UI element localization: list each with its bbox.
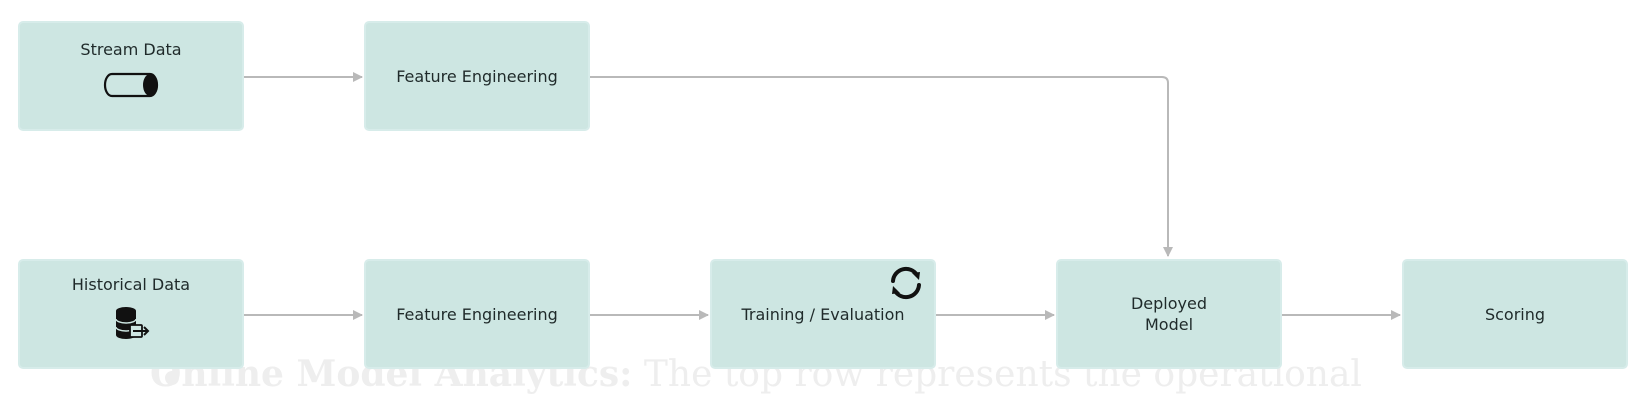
cylinder-icon — [103, 72, 159, 97]
node-training-evaluation[interactable]: Training / Evaluation — [710, 259, 936, 369]
node-deployed-model[interactable]: Deployed Model — [1056, 259, 1282, 369]
sync-icon — [891, 266, 921, 300]
node-training-evaluation-label: Training / Evaluation — [741, 304, 905, 324]
node-feature-engineering-top-label: Feature Engineering — [396, 66, 558, 86]
node-deployed-model-label: Deployed Model — [1130, 294, 1208, 334]
node-feature-engineering-top[interactable]: Feature Engineering — [364, 21, 590, 131]
database-export-icon — [115, 306, 150, 339]
node-feature-engineering-bottom[interactable]: Feature Engineering — [364, 259, 590, 369]
node-scoring[interactable]: Scoring — [1402, 259, 1628, 369]
background-bullet — [165, 371, 179, 385]
node-scoring-label: Scoring — [1484, 304, 1546, 324]
node-historical-data-label: Historical Data — [71, 274, 191, 294]
edge-feature-top-to-deployed — [587, 76, 1173, 257]
node-historical-data[interactable]: Historical Data — [18, 259, 244, 369]
node-feature-engineering-bottom-label: Feature Engineering — [396, 304, 558, 324]
background-text: Online Model Analytics: The top row repr… — [150, 352, 1362, 397]
node-stream-data-label: Stream Data — [80, 39, 182, 59]
node-stream-data[interactable]: Stream Data — [18, 21, 244, 131]
